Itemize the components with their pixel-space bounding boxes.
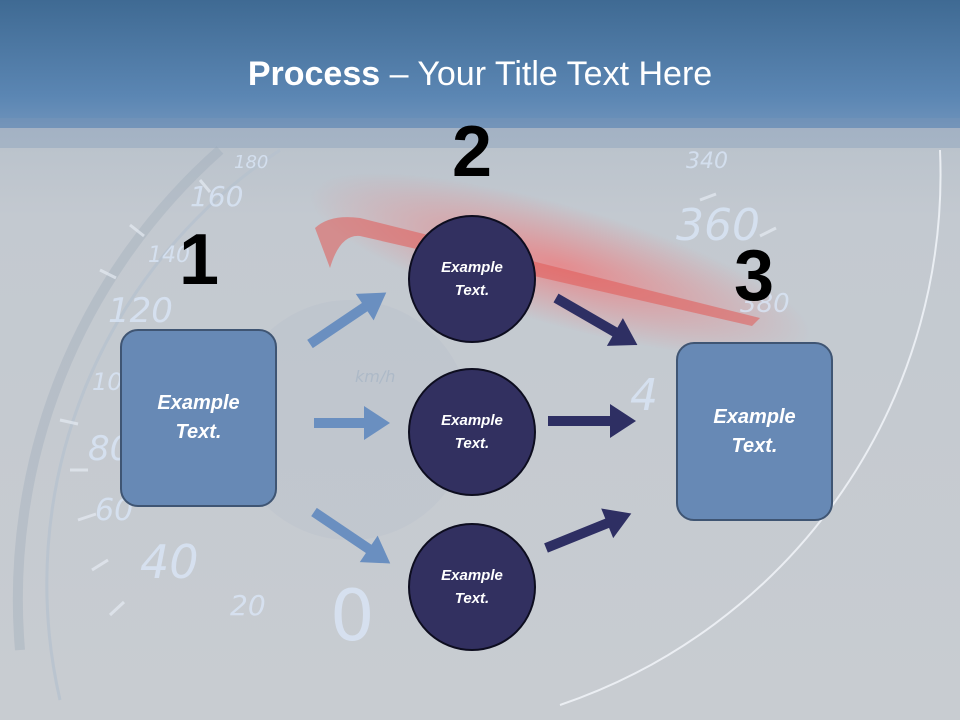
- slide-title: Process – Your Title Text Here: [0, 52, 960, 96]
- step-3-box-label: Example Text.: [713, 405, 796, 457]
- svg-text:160: 160: [190, 180, 243, 213]
- svg-text:380: 380: [740, 289, 790, 319]
- title-bold: Process: [247, 55, 381, 93]
- svg-text:km/h: km/h: [355, 367, 395, 386]
- arrows-left: [307, 292, 391, 564]
- step-number-1: 1: [178, 220, 220, 300]
- svg-text:20: 20: [230, 589, 266, 622]
- arrow-left-to-bottom: [311, 507, 391, 564]
- circle-middle-label: Example Text.: [441, 412, 503, 452]
- arrow-left-to-top: [307, 292, 387, 349]
- arrow-bottom-to-right: [544, 508, 632, 553]
- step-3-box: Example Text.: [676, 342, 833, 521]
- svg-text:140: 140: [148, 243, 190, 268]
- gauge-arc-right: [559, 149, 942, 706]
- step-number-2: 2: [451, 112, 493, 192]
- step-1-box: Example Text.: [120, 329, 277, 507]
- arrows-right: [544, 293, 638, 553]
- arrow-top-to-right: [553, 293, 638, 346]
- step-2-circle-middle: Example Text.: [408, 368, 536, 496]
- circle-top-label: Example Text.: [441, 259, 503, 299]
- title-rest: – Your Title Text Here: [380, 55, 713, 93]
- step-1-box-label: Example Text.: [157, 392, 240, 443]
- step-2-circle-bottom: Example Text.: [408, 523, 536, 651]
- gauge-arc-outer: [45, 148, 281, 701]
- circle-bottom-label: Example Text.: [441, 567, 503, 607]
- svg-text:340: 340: [686, 149, 728, 174]
- svg-text:360: 360: [676, 200, 760, 251]
- svg-text:120: 120: [108, 291, 173, 331]
- svg-text:4: 4: [630, 370, 658, 421]
- svg-text:180: 180: [234, 152, 268, 173]
- step-number-3: 3: [733, 236, 775, 316]
- svg-text:40: 40: [140, 535, 199, 589]
- gauge-arc-inner: [12, 146, 224, 651]
- step-2-circle-top: Example Text.: [408, 215, 536, 343]
- arrow-middle-to-right: [548, 404, 636, 438]
- arrow-left-to-middle: [314, 406, 390, 440]
- svg-text:0: 0: [330, 575, 375, 657]
